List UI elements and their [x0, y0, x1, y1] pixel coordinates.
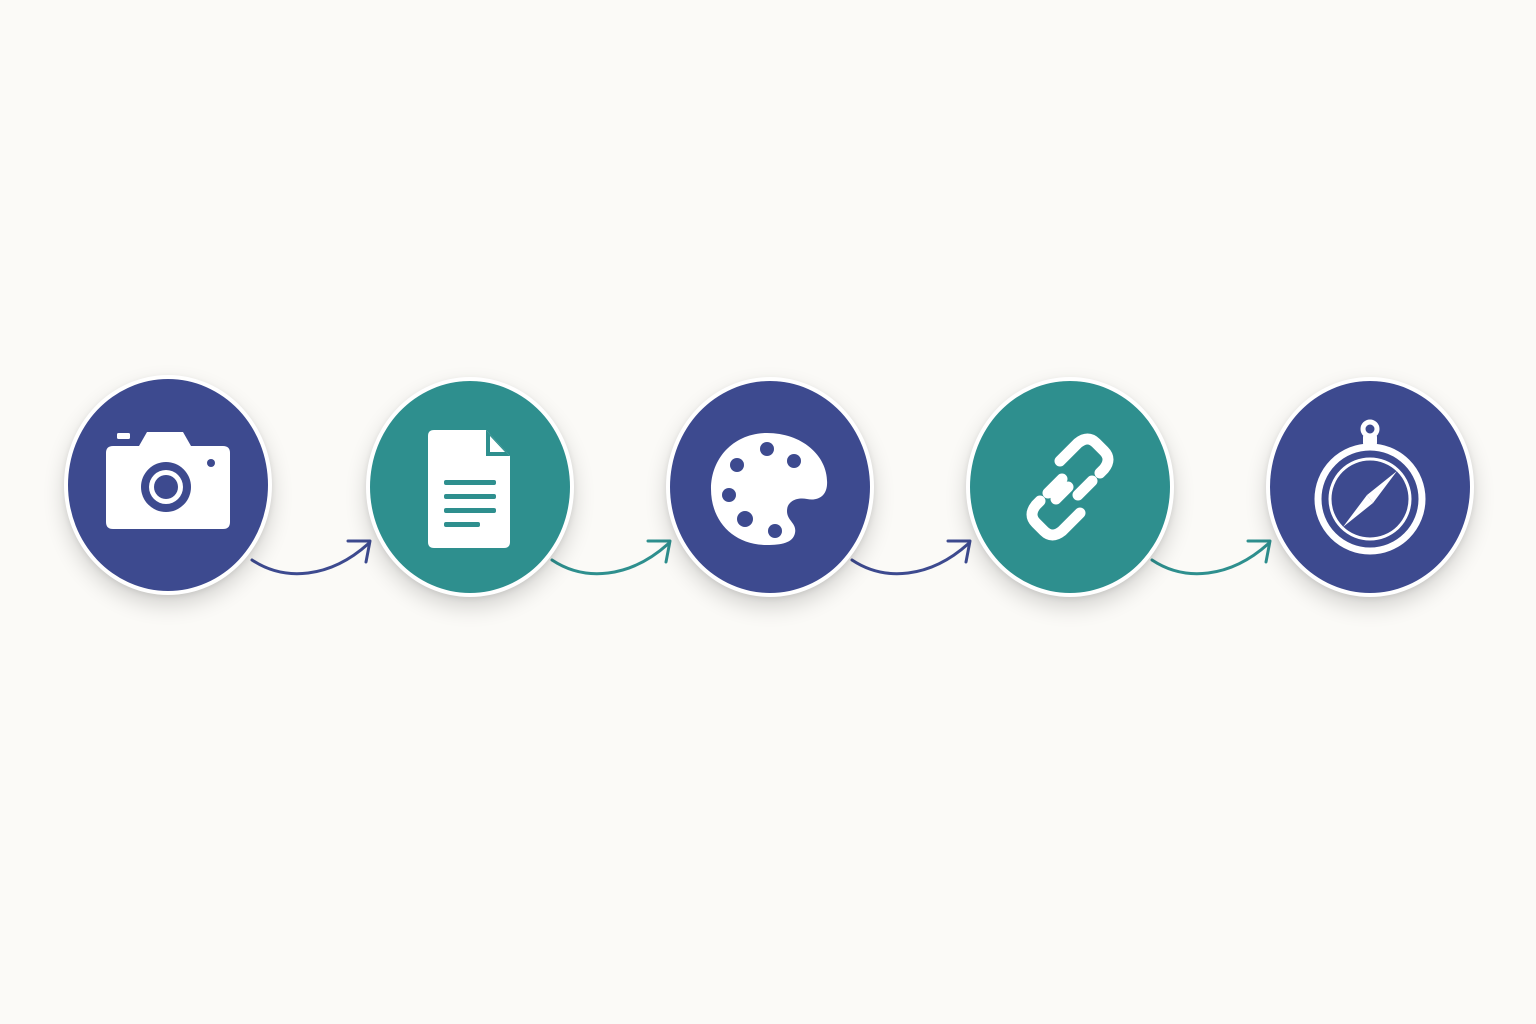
palette-icon — [711, 433, 828, 545]
connector-arrow-1-2 — [250, 539, 372, 576]
compass-icon — [1314, 419, 1426, 555]
step-2-node — [366, 377, 574, 597]
document-icon — [428, 430, 510, 548]
connector-arrow-2-3 — [550, 539, 672, 576]
step-4-node — [966, 377, 1174, 597]
link-icon — [1026, 433, 1114, 541]
step-3-node — [666, 377, 874, 597]
step-1-node — [64, 375, 272, 595]
connector-arrow-3-4 — [850, 539, 972, 576]
connector-arrow-4-5 — [1150, 539, 1272, 576]
camera-icon — [106, 432, 230, 529]
step-5-node — [1266, 377, 1474, 597]
